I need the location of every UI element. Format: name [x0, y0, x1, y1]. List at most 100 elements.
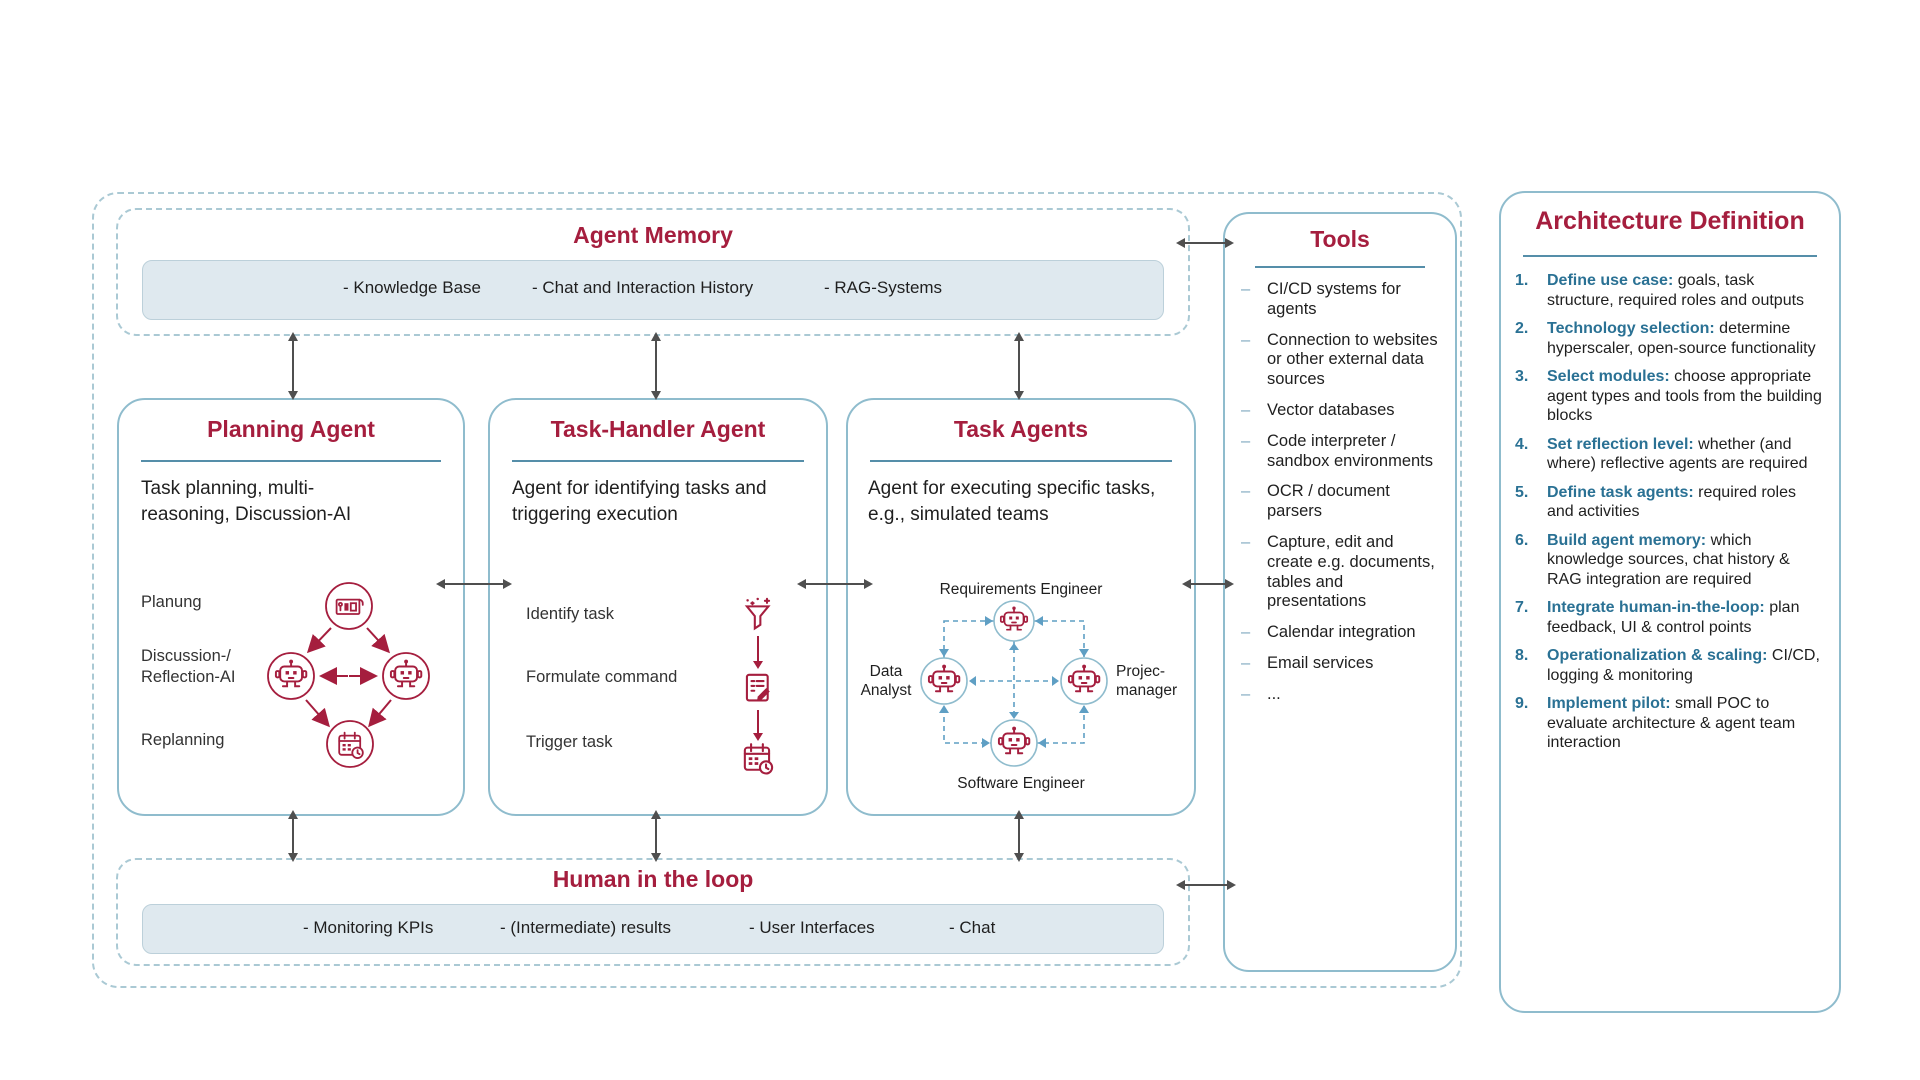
step-rest: required roles and activities: [1547, 483, 1796, 521]
dash-bullet: –: [1241, 280, 1251, 298]
step-rest: goals, task structure, required roles an…: [1547, 272, 1805, 309]
agent-memory-title: Agent Memory: [573, 222, 733, 248]
step-label: Trigger task: [526, 733, 613, 751]
tools-item-text: Vector databases: [1267, 400, 1395, 419]
architecture-step: 8. Operationalization & scaling: CI/CD, …: [1515, 646, 1827, 685]
step-number: 4.: [1515, 435, 1529, 453]
dash-bullet: –: [1241, 400, 1251, 419]
tools-item: – Code interpreter / sandbox environment…: [1241, 432, 1441, 472]
step-number: 9.: [1515, 695, 1529, 713]
step-number: 1.: [1515, 272, 1529, 289]
step-number: 2.: [1515, 320, 1529, 338]
planning-row-label: Planung: [141, 593, 202, 611]
architecture-steps-list: 1. Define use case: goals, task structur…: [1515, 271, 1827, 753]
architecture-step: 6. Build agent memory: which knowledge s…: [1515, 531, 1827, 590]
architecture-definition-title: Architecture Definition: [1535, 207, 1805, 235]
task-handler-description: Agent for identifying tasks and triggeri…: [512, 478, 767, 526]
step-lead: Define use case:: [1547, 272, 1674, 289]
step-lead: Implement pilot:: [1547, 695, 1671, 713]
step-lead: Technology selection:: [1547, 320, 1715, 338]
task-agents-card: Task Agents Agent for executing specific…: [846, 398, 1196, 816]
step-label: Identify task: [526, 605, 615, 623]
step-rest: CI/CD, logging & monitoring: [1547, 647, 1820, 684]
architecture-step: 5. Define task agents: required roles an…: [1515, 483, 1827, 522]
taskhandler-humanloop-arrow: [651, 810, 661, 862]
step-number: 8.: [1515, 647, 1529, 665]
tools-item-text: ...: [1267, 684, 1281, 703]
architecture-step: 2. Technology selection: determine hyper…: [1515, 319, 1827, 358]
step-lead: Set reflection level:: [1547, 435, 1694, 453]
step-label: Formulate command: [526, 668, 678, 686]
step-lead: Operationalization & scaling:: [1547, 647, 1768, 665]
architecture-step: 4. Set reflection level: whether (and wh…: [1515, 435, 1827, 474]
down-arrow: [753, 710, 763, 741]
tools-item: – CI/CD systems for agents: [1241, 280, 1441, 320]
architecture-step: 9. Implement pilot: small POC to evaluat…: [1515, 694, 1827, 753]
planning-agent-card: Planning Agent Task planning, multi-reas…: [117, 398, 465, 816]
task-handler-agent-card: Task-Handler Agent Agent for identifying…: [488, 398, 828, 816]
step-rest: which knowledge sources, chat history & …: [1547, 531, 1790, 588]
tools-item: – Connection to websites or other extern…: [1241, 331, 1441, 390]
step-number: 3.: [1515, 368, 1529, 386]
human-loop-item: - Monitoring KPIs: [303, 918, 434, 937]
tools-item: – Email services: [1241, 654, 1441, 674]
dash-bullet: –: [1241, 653, 1251, 672]
step-lead: Define task agents:: [1547, 483, 1694, 501]
task-handler-agent-title: Task-Handler Agent: [550, 416, 766, 442]
step-rest: small POC to evaluate architecture & age…: [1547, 695, 1796, 752]
tools-item-text: Capture, edit and create e.g. documents,…: [1267, 532, 1435, 611]
memory-tools-arrow: [1176, 238, 1234, 248]
step-rest: whether (and where) reflective agents ar…: [1547, 435, 1808, 473]
dash-bullet: –: [1241, 482, 1251, 501]
memory-items-bar: - Knowledge Base - Chat and Interaction …: [142, 260, 1164, 320]
step-rest: determine hyperscaler, open-source funct…: [1547, 320, 1816, 357]
human-loop-item: - Chat: [949, 918, 996, 937]
architecture-definition-panel: Architecture Definition 1. Define use ca…: [1499, 191, 1841, 1013]
tools-item-text: Email services: [1267, 653, 1374, 672]
tools-item-text: Calendar integration: [1267, 623, 1416, 642]
title-divider: [1523, 255, 1817, 257]
tools-title: Tools: [1310, 226, 1370, 252]
dash-bullet: –: [1241, 684, 1251, 703]
title-divider: [512, 460, 804, 462]
tools-item-text: Connection to websites or other external…: [1267, 330, 1438, 389]
tools-item-text: Code interpreter / sandbox environments: [1267, 431, 1434, 470]
step-lead: Integrate human-in-the-loop:: [1547, 599, 1765, 617]
tools-panel: Tools – CI/CD systems for agents – Conne…: [1223, 212, 1457, 972]
tools-item: – Calendar integration: [1241, 623, 1441, 643]
role-label-data-analyst: Data Analyst: [860, 663, 912, 700]
title-divider: [141, 460, 441, 462]
step-number: 6.: [1515, 531, 1529, 549]
planning-row-label: Replanning: [141, 731, 225, 749]
memory-item: - Knowledge Base: [343, 278, 481, 297]
taskagents-tools-arrow: [1182, 579, 1234, 589]
step-rest: plan feedback, UI & control points: [1547, 599, 1800, 636]
title-divider: [870, 460, 1172, 462]
planning-humanloop-arrow: [288, 810, 298, 862]
taskhandler-taskagents-arrow: [797, 579, 873, 589]
tools-item: – Capture, edit and create e.g. document…: [1241, 533, 1441, 612]
document-edit-icon: [745, 673, 771, 702]
planning-workflow-diagram: [267, 582, 430, 768]
tools-item: – OCR / document parsers: [1241, 482, 1441, 522]
tools-item: – Vector databases: [1241, 401, 1441, 421]
memory-item: - Chat and Interaction History: [532, 278, 754, 297]
taskagents-humanloop-arrow: [1014, 810, 1024, 862]
role-label-project-manager: Projec- manager: [1116, 663, 1178, 700]
dash-bullet: –: [1241, 431, 1251, 450]
step-number: 5.: [1515, 483, 1529, 501]
architecture-step: 1. Define use case: goals, task structur…: [1515, 271, 1827, 310]
planning-agent-title: Planning Agent: [207, 416, 375, 442]
dash-bullet: –: [1241, 532, 1251, 551]
funnel-icon: [745, 596, 771, 630]
task-agents-team-diagram: [920, 600, 1108, 767]
tools-item-text: CI/CD systems for agents: [1267, 280, 1401, 318]
step-lead: Select modules:: [1547, 368, 1670, 386]
task-agents-description: Agent for executing specific tasks, e.g.…: [868, 478, 1156, 526]
tools-list: – CI/CD systems for agents – Connection …: [1241, 280, 1441, 705]
role-label-requirements-engineer: Requirements Engineer: [939, 581, 1103, 598]
step-number: 7.: [1515, 599, 1529, 617]
human-in-the-loop-panel: Human in the loop - Monitoring KPIs - (I…: [116, 858, 1190, 966]
step-lead: Build agent memory:: [1547, 531, 1707, 549]
